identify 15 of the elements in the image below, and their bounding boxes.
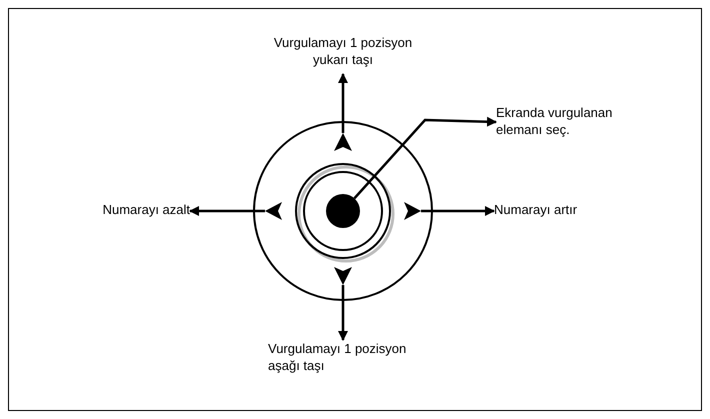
direction-key-triangle <box>334 133 352 151</box>
callout-text: Vurgulamayı 1 pozisyon aşağı taşı <box>268 340 418 380</box>
arrow <box>338 73 348 133</box>
callout-text: Numarayı artır <box>494 201 614 221</box>
callout-text: Ekranda vurgulanan elemanı seç. <box>496 104 626 140</box>
arrow <box>189 206 265 216</box>
callout-text: Numarayı azalt <box>66 201 190 221</box>
direction-key-triangle <box>334 267 352 285</box>
arrow <box>421 206 495 216</box>
callout-text: Vurgulamayı 1 pozisyon yukarı taşı <box>263 34 423 74</box>
direction-key-triangle <box>404 202 421 220</box>
direction-key-triangle <box>265 202 282 220</box>
arrow <box>338 285 348 341</box>
arrow <box>353 116 497 200</box>
center-button <box>326 194 360 228</box>
